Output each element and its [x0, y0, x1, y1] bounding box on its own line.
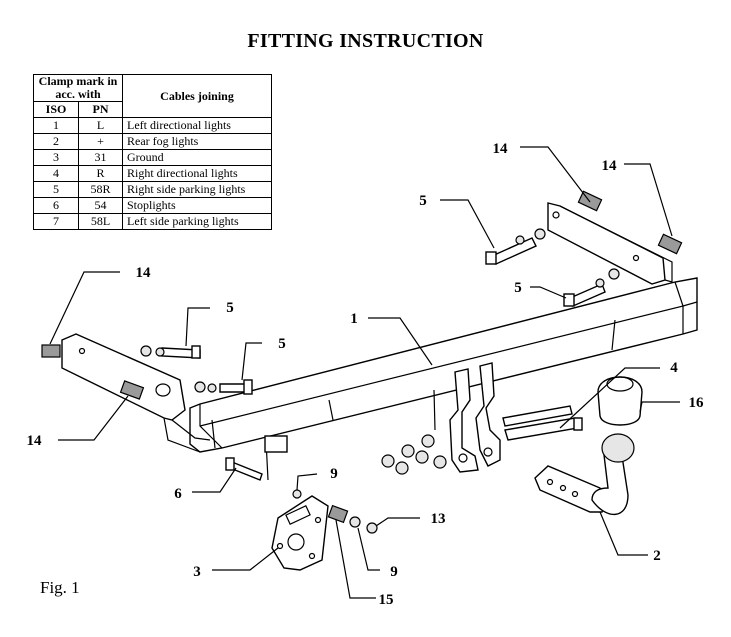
callout-5-left-a: 5: [226, 300, 234, 316]
cell-cable: Left side parking lights: [122, 213, 272, 230]
callout-6: 6: [174, 486, 182, 502]
cell-iso: 7: [33, 213, 79, 230]
cell-cable: Right side parking lights: [122, 181, 272, 198]
main-crossbar: [189, 277, 698, 453]
nuts-and-washers: [381, 434, 447, 475]
callout-15: 15: [379, 592, 394, 608]
header-clamp-mark: Clamp mark in acc. with: [33, 74, 123, 102]
ball-cover-cap: [597, 376, 643, 426]
table-subheader-row: ISO PN: [33, 101, 272, 118]
table-row: 2+Rear fog lights: [33, 133, 272, 150]
page-title: FITTING INSTRUCTION: [247, 30, 484, 52]
top-bolts-right: [485, 228, 620, 307]
header-pn: PN: [78, 101, 123, 118]
cell-cable: Right directional lights: [122, 165, 272, 182]
callout-5-right: 5: [514, 280, 522, 296]
callout-16: 16: [689, 395, 705, 411]
callout-5-left-b: 5: [278, 336, 286, 352]
leader-lines: [49, 146, 680, 599]
center-mounting-brackets: [433, 362, 501, 473]
bracket-bolt: [225, 435, 288, 481]
socket-plate: [271, 495, 329, 571]
callout-5-top: 5: [419, 193, 427, 209]
left-bolts: [140, 345, 253, 395]
hex-bolts-center: [502, 405, 583, 441]
callout-14-top: 14: [493, 141, 509, 157]
callout-2: 2: [653, 548, 661, 564]
right-side-bracket: [547, 202, 673, 285]
callout-3: 3: [193, 564, 201, 580]
wiring-table: Clamp mark in acc. with Cables joining I…: [33, 74, 272, 230]
tow-ball-neck: [534, 433, 635, 516]
callout-1: 1: [350, 311, 358, 327]
bracket-clips: [41, 190, 683, 400]
callout-13: 13: [431, 511, 446, 527]
callout-9-upper: 9: [330, 466, 338, 482]
callout-9-lower: 9: [390, 564, 398, 580]
callout-4: 4: [670, 360, 678, 376]
figure-label: Fig. 1: [40, 578, 80, 597]
cell-pn: 58R: [78, 181, 123, 198]
left-side-bracket: [61, 333, 211, 453]
callout-14-left: 14: [136, 265, 152, 281]
callout-14-bottom: 14: [27, 433, 43, 449]
callout-14-right: 14: [602, 158, 618, 174]
